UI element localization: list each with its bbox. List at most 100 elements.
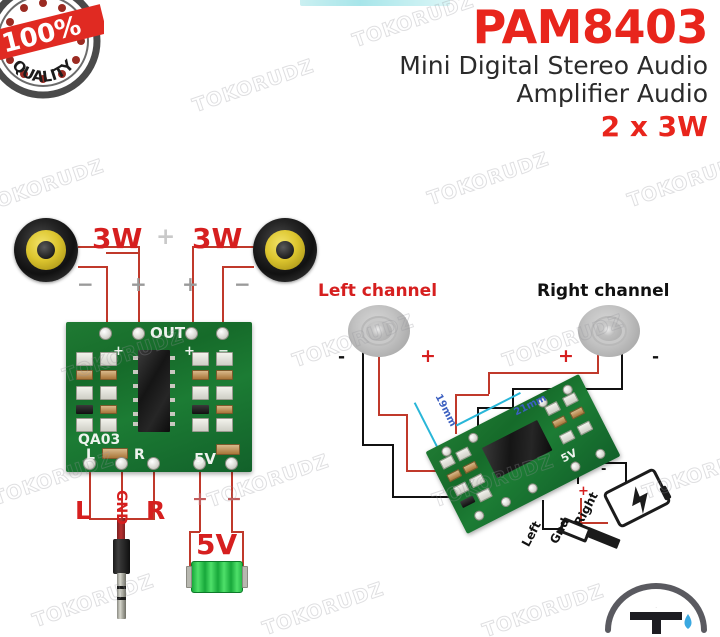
right-pcb-smd — [455, 446, 473, 462]
pcb-amplifier-ic — [133, 350, 175, 432]
pcb-silk-out-plus-right: + — [184, 344, 195, 359]
quality-badge: QUALITY 100% — [0, 0, 108, 102]
top-banner-strip — [300, 0, 450, 6]
pcb-smd-component — [216, 352, 233, 366]
pcb-silk-l: L — [86, 447, 95, 463]
right-pcb-smd — [569, 406, 586, 420]
wire-power-minus-down — [242, 531, 244, 583]
brand-logo: T — [600, 572, 712, 636]
wire-rd-batt-bot-h — [580, 522, 608, 524]
right-pcb-smd — [551, 415, 568, 429]
wire-rd-left-neg-h — [362, 444, 392, 446]
right-pcb-smd — [446, 468, 463, 483]
audio-jack-tip — [117, 573, 126, 619]
wire-rd-jack-h — [542, 528, 564, 530]
input-r-label: R — [146, 496, 166, 525]
input-gnd-label: GND — [113, 490, 129, 525]
product-subtitle-line1: Mini Digital Stereo Audio — [399, 51, 708, 80]
left-speaker-minus-label: − — [77, 272, 94, 296]
right-pcb-pad — [499, 495, 513, 509]
audio-jack-cable — [117, 518, 125, 540]
pcb-silk-qa03: QA03 — [78, 432, 121, 448]
pcb-out-pad-1 — [99, 327, 112, 340]
pcb-smd-component — [76, 370, 93, 380]
wire-rd-left-neg-h2 — [392, 496, 458, 498]
wire-power-plus-h — [189, 531, 200, 533]
wire-rd-batt-bot-v — [580, 498, 582, 523]
right-pcb-smd — [452, 481, 470, 497]
wire-rd-right-pos-v3 — [455, 394, 457, 434]
wire-speaker-a-pos-h — [78, 266, 108, 268]
wire-speaker-a-pos-v — [106, 266, 108, 328]
input-l-label: L — [75, 496, 91, 525]
top-center-plus-label: + — [156, 224, 176, 250]
pcb-power-pad-minus — [225, 457, 238, 470]
wire-speaker-b-pos-h — [192, 246, 254, 248]
wire-rd-left-pos-h2 — [406, 470, 458, 472]
pcb-smd-component — [216, 386, 233, 400]
wire-rd-right-neg-v3 — [477, 407, 479, 435]
wire-power-minus-h — [231, 531, 243, 533]
wire-rd-left-neg-v2 — [392, 444, 394, 496]
right-board-label-minus: - — [601, 462, 607, 477]
pcb-silk-r: R — [134, 447, 145, 463]
left-diagram-pcb: OUT + + − — [66, 322, 252, 472]
product-power-rating: 2 x 3W — [600, 110, 708, 143]
wire-speaker-a-neg-v — [138, 246, 140, 328]
right-board-label-left: Left — [518, 518, 544, 550]
power-minus-label: − — [226, 488, 242, 510]
product-model-name: PAM8403 — [472, 0, 709, 54]
pcb-silk-out-minus-right: − — [218, 344, 229, 359]
wire-rd-left-pos-v2 — [406, 414, 408, 470]
audio-jack-ring-2 — [117, 597, 126, 600]
power-plus-label: + — [192, 488, 208, 510]
pcb-smd-component — [100, 370, 117, 380]
pcb-smd-component — [216, 418, 233, 432]
dimension-line-width — [413, 402, 439, 448]
wire-speaker-b-neg-v — [222, 266, 224, 328]
right-pcb-pad — [466, 431, 480, 445]
product-subtitle-line2: Amplifier Audio — [516, 79, 708, 108]
wire-rd-right-neg-v1 — [621, 352, 623, 390]
wire-rd-right-pos-h — [488, 372, 598, 374]
pcb-out-pad-2 — [132, 327, 145, 340]
wire-rd-left-pos-h — [378, 414, 406, 416]
watermark-text: TOKORUDZ — [424, 147, 552, 211]
right-channel-label: Right channel — [537, 281, 670, 301]
right-speaker-power-label: 3W — [192, 222, 243, 255]
left-diagram-speaker-a — [14, 218, 78, 282]
logo-arc — [605, 583, 707, 633]
watermark-text: TOKORUDZ — [479, 579, 607, 637]
wire-rd-right-pos-v2 — [488, 372, 490, 394]
pcb-smd-component — [100, 418, 117, 432]
right-pcb-smd — [438, 454, 456, 470]
wire-rd-right-neg-v2 — [512, 388, 514, 408]
right-pcb-pad — [472, 508, 486, 523]
watermark-text: TOKORUDZ — [0, 154, 107, 218]
pcb-smd-component — [100, 386, 117, 400]
pcb-smd-component — [100, 405, 117, 414]
left-diagram-speaker-b — [253, 218, 317, 282]
right-diagram-left-speaker — [348, 305, 410, 357]
wire-rd-batt-right-v — [625, 462, 627, 482]
left-speaker-plus-label: + — [130, 272, 147, 296]
wire-rd-right-pos-v1 — [597, 352, 599, 374]
pcb-input-pad-gnd — [115, 457, 128, 470]
right-pcb-amplifier-ic — [481, 419, 553, 479]
right-pcb-smd — [462, 460, 479, 475]
audio-jack-body — [113, 539, 130, 574]
pcb-smd-component — [216, 370, 233, 380]
wire-rd-right-neg-h2 — [477, 407, 513, 409]
logo-letter: T — [656, 607, 657, 609]
pcb-smd-component — [76, 352, 93, 366]
right-diagram-right-speaker-plus: + — [558, 345, 574, 367]
pcb-silk-out: OUT — [150, 324, 186, 342]
wire-power-plus-v — [199, 470, 201, 532]
right-speaker-plus-label: + — [182, 272, 199, 296]
pcb-smd-component — [100, 352, 117, 366]
pcb-smd-component — [76, 405, 93, 414]
watermark-text: TOKORUDZ — [189, 54, 317, 118]
wire-rd-left-neg-v1 — [362, 352, 364, 444]
wire-power-minus-v — [231, 470, 233, 532]
